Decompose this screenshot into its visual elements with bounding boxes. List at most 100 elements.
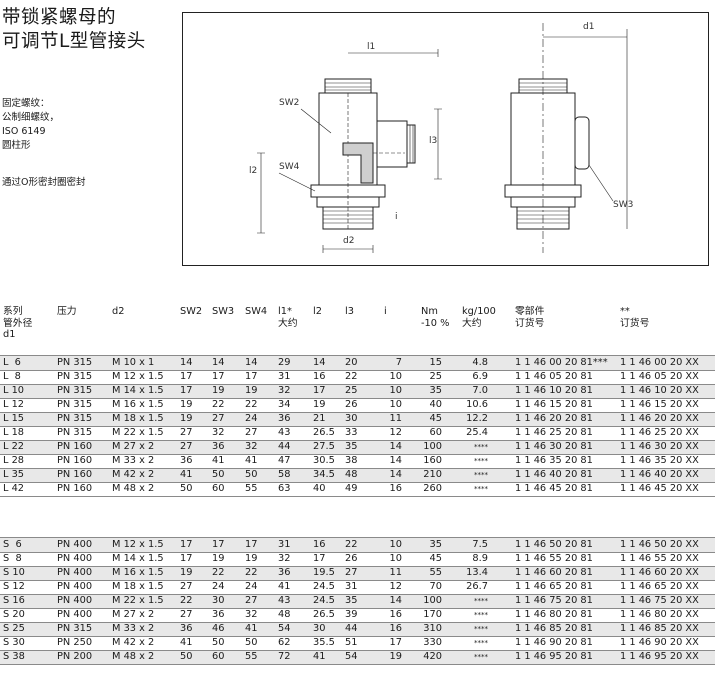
table-divider [0,622,715,623]
header-nm: Nm -10 % [421,306,450,329]
cell-sw2: 36 [180,623,193,634]
cell-part-number: 1 1 46 75 20 81 [515,595,593,606]
cell-pressure: PN 400 [57,595,93,606]
cell-l2: 17 [313,553,326,564]
cell-order-number: 1 1 46 35 20 XX [620,455,699,466]
cell-nm: 35 [429,539,442,550]
cell-order-number: 1 1 46 50 20 XX [620,539,699,550]
cell-order-number: 1 1 46 80 20 XX [620,609,699,620]
cell-pressure: PN 400 [57,581,93,592]
cell-i: 14 [389,469,402,480]
cell-part-number: 1 1 46 05 20 81 [515,371,593,382]
cell-part-number: 1 1 46 55 20 81 [515,553,593,564]
table-divider [0,664,715,665]
table-divider [0,566,715,567]
cell-l2: 16 [313,539,326,550]
cell-nm: 70 [429,581,442,592]
cell-pressure: PN 160 [57,483,93,494]
cell-l2: 24.5 [313,581,335,592]
cell-l2: 26.5 [313,609,335,620]
cell-pressure: PN 160 [57,441,93,452]
table-divider [0,482,715,483]
header-sw3: SW3 [212,306,235,317]
cell-i: 10 [389,399,402,410]
table-divider [0,468,715,469]
cell-sw4: 14 [245,357,258,368]
cell-d2: M 12 x 1.5 [112,539,164,550]
cell-kg: **** [474,639,488,647]
cell-order-number: 1 1 46 95 20 XX [620,651,699,662]
cell-d2: M 42 x 2 [112,637,155,648]
drawing-labels: l1 SW2 SW4 l2 l3 i d2 d1 SW3 [249,22,633,246]
cell-part-number: 1 1 46 00 20 81*** [515,357,608,368]
table-divider [0,440,715,441]
label-sw3: SW3 [613,200,633,210]
cell-sw3: 17 [212,371,225,382]
label-l3: l3 [429,136,437,146]
cell-series: S 25 [3,623,25,634]
cell-pressure: PN 315 [57,371,93,382]
cell-l3: 22 [345,371,358,382]
cell-order-number: 1 1 46 25 20 XX [620,427,699,438]
thread-desc-4: 圆柱形 [2,140,31,151]
cell-i: 14 [389,455,402,466]
cell-d2: M 16 x 1.5 [112,567,164,578]
cell-part-number: 1 1 46 95 20 81 [515,651,593,662]
cell-l2: 16 [313,371,326,382]
label-i: i [395,212,398,222]
cell-l1: 32 [278,553,291,564]
cell-sw2: 50 [180,651,193,662]
table-divider [0,355,715,356]
cell-sw3: 50 [212,637,225,648]
cell-part-number: 1 1 46 60 20 81 [515,567,593,578]
cell-series: L 12 [3,399,25,410]
cell-l3: 39 [345,609,358,620]
cell-l3: 25 [345,385,358,396]
cell-series: L 10 [3,385,25,396]
cell-sw3: 36 [212,441,225,452]
cell-sw2: 27 [180,427,193,438]
cell-nm: 100 [423,595,442,606]
cell-sw2: 17 [180,371,193,382]
cell-sw2: 19 [180,399,193,410]
cell-part-number: 1 1 46 30 20 81 [515,441,593,452]
cell-l1: 31 [278,539,291,550]
cell-i: 19 [389,651,402,662]
cell-d2: M 33 x 2 [112,623,155,634]
cell-order-number: 1 1 46 00 20 XX [620,357,699,368]
cell-l3: 49 [345,483,358,494]
cell-nm: 210 [423,469,442,480]
cell-nm: 55 [429,567,442,578]
cell-nm: 45 [429,413,442,424]
cell-part-number: 1 1 46 20 20 81 [515,413,593,424]
cell-sw3: 60 [212,651,225,662]
cell-part-number: 1 1 46 85 20 81 [515,623,593,634]
cell-d2: M 14 x 1.5 [112,553,164,564]
cell-sw2: 22 [180,595,193,606]
cell-l2: 27.5 [313,441,335,452]
cell-order-number: 1 1 46 55 20 XX [620,553,699,564]
cell-l2: 35.5 [313,637,335,648]
cell-l3: 35 [345,595,358,606]
cell-part-number: 1 1 46 45 20 81 [515,483,593,494]
cell-l1: 36 [278,413,291,424]
cell-part-number: 1 1 46 15 20 81 [515,399,593,410]
cell-series: L 22 [3,441,25,452]
cell-sw4: 22 [245,399,258,410]
cell-series: S 12 [3,581,25,592]
cell-pressure: PN 250 [57,637,93,648]
cell-series: L 42 [3,483,25,494]
cell-i: 12 [389,427,402,438]
cell-nm: 60 [429,427,442,438]
cell-nm: 35 [429,385,442,396]
